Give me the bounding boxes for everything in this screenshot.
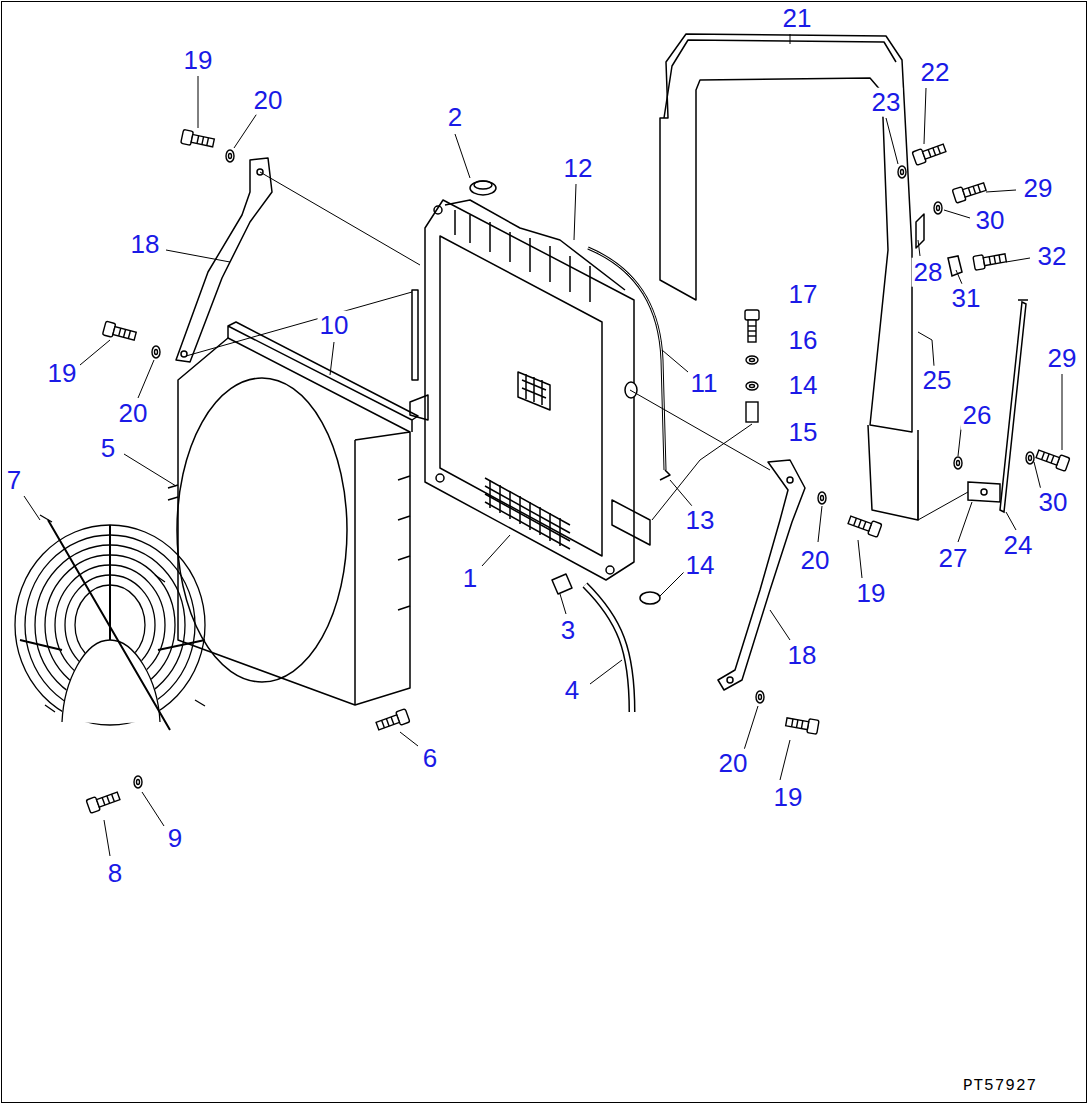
callout-number: 22 [919, 58, 952, 87]
callout-number: 8 [106, 859, 124, 888]
fasteners [86, 129, 1070, 813]
label-slot: 29 [1022, 174, 1055, 203]
label-slot: 20 [717, 749, 750, 778]
label-slot: 30 [1037, 488, 1070, 517]
label-slot: 15 [787, 418, 820, 447]
label-slot: 16 [787, 326, 820, 355]
label-slot: 27 [937, 544, 970, 573]
label-slot: 19 [772, 783, 805, 812]
label-slot: 11 [689, 369, 720, 398]
fan-shroud [168, 322, 418, 705]
callout-number: 19 [855, 579, 888, 608]
callout-number: 3 [559, 616, 577, 645]
callout-number: 15 [787, 418, 820, 447]
callout-number: 4 [563, 676, 581, 705]
callout-number: 24 [1002, 531, 1035, 560]
label-slot: 20 [799, 546, 832, 575]
label-slot: 17 [787, 280, 820, 309]
label-slot: 9 [166, 824, 184, 853]
callout-number: 30 [974, 206, 1007, 235]
label-slot: 18 [786, 641, 819, 670]
callout-number: 20 [117, 399, 150, 428]
label-slot: 23 [870, 88, 903, 117]
callout-number: 11 [689, 369, 720, 398]
callout-number: 27 [937, 544, 970, 573]
label-slot: 3 [559, 616, 577, 645]
label-slot: 8 [106, 859, 124, 888]
label-slot: 1 [461, 564, 479, 593]
callout-number: 29 [1022, 174, 1055, 203]
label-slot: 19 [182, 46, 215, 75]
leader-lines [24, 34, 1062, 856]
label-slot: 25 [921, 366, 954, 395]
label-slot: PT57927 [961, 1076, 1039, 1096]
label-slot: 5 [99, 434, 117, 463]
callout-number: 19 [46, 359, 79, 388]
support-rod [948, 256, 1028, 512]
callout-number: 19 [182, 46, 215, 75]
label-slot: 19 [855, 579, 888, 608]
label-slot: 22 [919, 58, 952, 87]
callout-number: 21 [781, 4, 814, 33]
label-slot: 30 [974, 206, 1007, 235]
label-slot: 32 [1036, 242, 1069, 271]
callout-number: 2 [446, 103, 464, 132]
callout-number: 18 [786, 641, 819, 670]
callout-number: 12 [562, 154, 595, 183]
label-slot: 26 [961, 401, 994, 430]
label-slot: 28 [912, 258, 945, 287]
label-slot: 21 [781, 4, 814, 33]
label-slot: 7 [5, 466, 23, 495]
label-slot: 14 [684, 551, 717, 580]
callout-number: 14 [787, 371, 820, 400]
callout-number: 23 [870, 88, 903, 117]
callout-number: 30 [1037, 488, 1070, 517]
label-slot: 14 [787, 371, 820, 400]
callout-number: 5 [99, 434, 117, 463]
label-slot: 19 [46, 359, 79, 388]
callout-number: 20 [799, 546, 832, 575]
callout-number: 20 [717, 749, 750, 778]
callout-number: 10 [318, 311, 351, 340]
label-slot: 18 [129, 230, 162, 259]
label-slot: 31 [950, 284, 983, 313]
label-slot: 13 [684, 506, 717, 535]
drawing-code: PT57927 [961, 1078, 1039, 1096]
label-slot: 20 [117, 399, 150, 428]
callout-number: 17 [787, 280, 820, 309]
callout-number: 19 [772, 783, 805, 812]
callout-number: 26 [961, 401, 994, 430]
label-slot: 2 [446, 103, 464, 132]
callout-number: 25 [921, 366, 954, 395]
radiator-assembly [410, 181, 670, 712]
callout-number: 13 [684, 506, 717, 535]
callout-number: 18 [129, 230, 162, 259]
label-slot: 29 [1046, 344, 1079, 373]
label-slot: 24 [1002, 531, 1035, 560]
callout-number: 14 [684, 551, 717, 580]
label-slot: 20 [252, 86, 285, 115]
callout-number: 7 [5, 466, 23, 495]
callout-number: 16 [787, 326, 820, 355]
callout-number: 29 [1046, 344, 1079, 373]
seal-frame [660, 34, 924, 520]
callout-number: 28 [912, 258, 945, 287]
label-slot: 12 [562, 154, 595, 183]
callout-number: 20 [252, 86, 285, 115]
callout-number: 9 [166, 824, 184, 853]
callout-number: 32 [1036, 242, 1069, 271]
label-slot: 4 [563, 676, 581, 705]
stay-brackets [176, 158, 805, 690]
label-slot: 6 [421, 744, 439, 773]
callout-number: 1 [461, 564, 479, 593]
label-slot: 10 [318, 311, 351, 340]
fan-guard [15, 515, 205, 730]
callout-number: 31 [950, 284, 983, 313]
callout-number: 6 [421, 744, 439, 773]
